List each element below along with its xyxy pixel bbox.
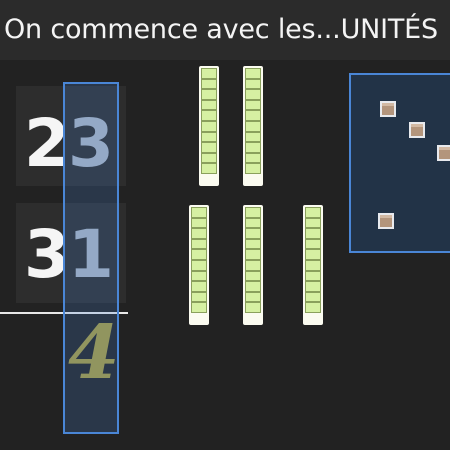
rod-cube bbox=[191, 207, 207, 218]
lesson-title: On commence avec les...UNITÉS bbox=[4, 14, 438, 45]
unit-cubes-panel bbox=[349, 73, 450, 253]
rod-cube bbox=[305, 249, 321, 260]
rod-cube bbox=[245, 99, 261, 111]
rod-cube bbox=[305, 259, 321, 271]
bottom-number-background bbox=[16, 203, 126, 303]
top-number-background bbox=[16, 86, 126, 186]
rod-cube bbox=[305, 207, 321, 218]
rod-cube bbox=[245, 217, 261, 229]
rod-cube bbox=[201, 99, 217, 111]
rod-cube bbox=[305, 270, 321, 282]
rod-cube bbox=[201, 152, 217, 164]
rod-cube bbox=[201, 89, 217, 100]
rod-cube bbox=[191, 249, 207, 260]
unit-cube bbox=[437, 145, 450, 161]
bottom-units-digit: 1 bbox=[68, 216, 114, 293]
rod-cube bbox=[245, 238, 261, 250]
rod-cube bbox=[305, 238, 321, 250]
rod-cube bbox=[305, 228, 321, 239]
rod-cube bbox=[245, 281, 261, 292]
rod-cube bbox=[245, 142, 261, 153]
rod-cube bbox=[245, 207, 261, 218]
rod-cube bbox=[191, 217, 207, 229]
rod-cube bbox=[191, 291, 207, 303]
rod-cube bbox=[305, 302, 321, 313]
units-column-highlight bbox=[63, 82, 119, 434]
top-units-digit: 3 bbox=[68, 105, 114, 182]
rod-cube bbox=[305, 281, 321, 292]
rod-cube bbox=[191, 238, 207, 250]
tens-rod bbox=[243, 66, 263, 186]
rod-cube bbox=[191, 302, 207, 313]
rod-cube bbox=[245, 78, 261, 90]
rod-cube bbox=[305, 291, 321, 303]
result-units-digit: 4 bbox=[68, 310, 120, 396]
tens-rod bbox=[243, 205, 263, 325]
rod-cube bbox=[191, 281, 207, 292]
rod-cube bbox=[201, 163, 217, 174]
rod-cube bbox=[245, 163, 261, 174]
rod-cube bbox=[201, 120, 217, 132]
rod-cube bbox=[245, 68, 261, 79]
rod-cube bbox=[305, 217, 321, 229]
rod-cube bbox=[245, 228, 261, 239]
rod-cube bbox=[201, 68, 217, 79]
rod-cube bbox=[245, 259, 261, 271]
unit-cube bbox=[380, 101, 396, 117]
rod-cube bbox=[191, 228, 207, 239]
rod-cube bbox=[245, 270, 261, 282]
rod-cube bbox=[201, 131, 217, 143]
rod-cube bbox=[245, 152, 261, 164]
unit-cube bbox=[409, 122, 425, 138]
tens-rod bbox=[303, 205, 323, 325]
unit-cube bbox=[378, 213, 394, 229]
rod-cube bbox=[245, 249, 261, 260]
top-tens-digit: 2 bbox=[24, 105, 70, 182]
rod-cube bbox=[201, 110, 217, 121]
tens-rod bbox=[199, 66, 219, 186]
tens-rod bbox=[189, 205, 209, 325]
rod-cube bbox=[245, 120, 261, 132]
rod-cube bbox=[201, 78, 217, 90]
bottom-tens-digit: 3 bbox=[24, 216, 70, 293]
rod-cube bbox=[245, 291, 261, 303]
rod-cube bbox=[245, 110, 261, 121]
rod-cube bbox=[201, 142, 217, 153]
rod-cube bbox=[245, 89, 261, 100]
title-banner: On commence avec les...UNITÉS bbox=[0, 0, 450, 60]
rod-cube bbox=[191, 259, 207, 271]
rod-cube bbox=[245, 302, 261, 313]
rod-cube bbox=[191, 270, 207, 282]
rod-cube bbox=[245, 131, 261, 143]
